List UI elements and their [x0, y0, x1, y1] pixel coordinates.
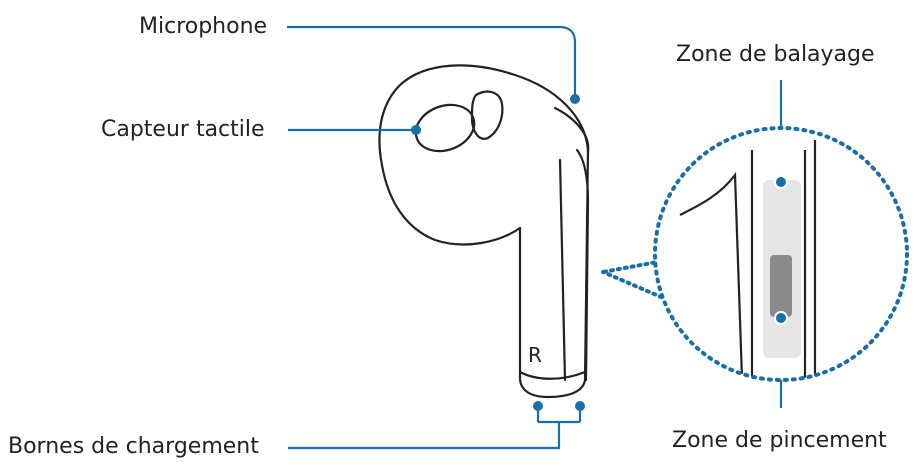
- earbud: [378, 64, 590, 399]
- touch-sensor-label: Capteur tactile: [101, 117, 265, 142]
- pinch-zone: [770, 255, 792, 317]
- touch-sensor-dot: [411, 125, 421, 135]
- zoom-pointer: [601, 258, 670, 302]
- inset-stem-outline: [679, 140, 817, 379]
- microphone-dot: [570, 94, 580, 104]
- touch-sensor-icon: [414, 103, 476, 153]
- pinch-area-label: Zone de pincement: [672, 428, 887, 453]
- charging-contacts-callout: [288, 408, 582, 450]
- inset-border: [653, 126, 909, 382]
- side-marker-r: R: [528, 343, 542, 367]
- callout-dots: [411, 94, 585, 411]
- charging-contacts-label: Bornes de chargement: [8, 434, 259, 459]
- earbud-stem-left: [518, 148, 590, 399]
- zoom-inset: [601, 126, 909, 382]
- earbud-stem-bottom: [518, 370, 587, 380]
- charging-left-dot: [533, 401, 543, 411]
- earbud-head: [378, 64, 590, 246]
- swipe-area-label: Zone de balayage: [676, 42, 875, 67]
- microphone-callout: [287, 25, 577, 97]
- earbud-head-seam: [553, 106, 590, 152]
- pinch-area-dot: [774, 311, 788, 325]
- microphone-label: Microphone: [139, 14, 268, 39]
- swipe-area-dot: [774, 175, 788, 189]
- earbud-stem-front: [558, 158, 567, 382]
- sensor-pill-icon: [470, 90, 504, 140]
- earbud-stem-side: [575, 148, 590, 382]
- charging-right-dot: [575, 401, 585, 411]
